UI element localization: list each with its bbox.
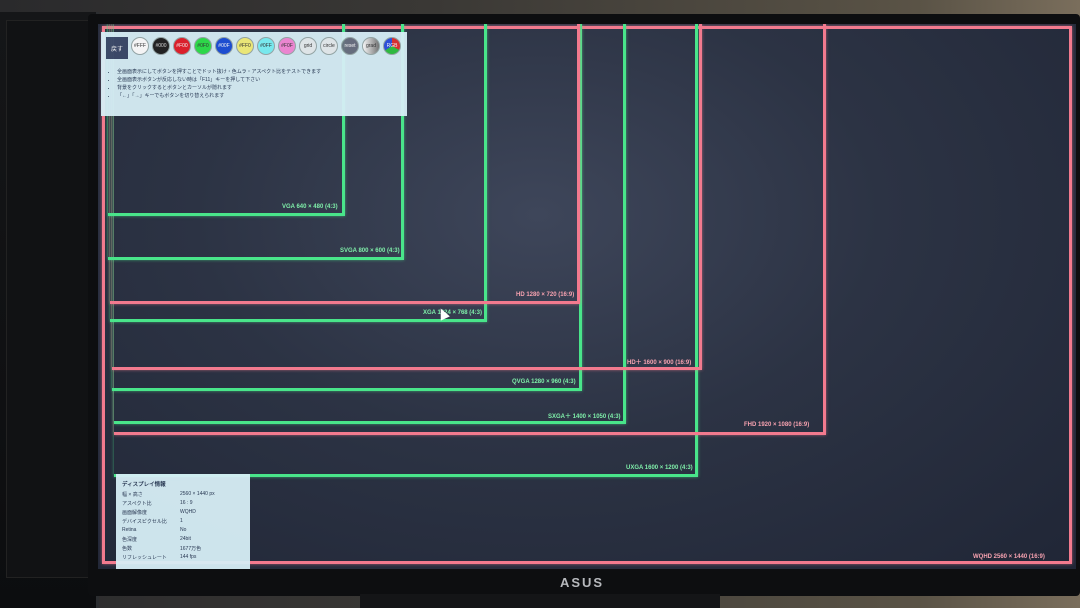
rect-uxga (114, 24, 698, 477)
reset-button[interactable]: reset (341, 37, 359, 55)
info-value: No (180, 527, 187, 533)
color-button-white[interactable]: #FFF (131, 37, 149, 55)
info-row: 色数 1677万色 (122, 545, 246, 552)
color-button-cyan[interactable]: #0FF (257, 37, 275, 55)
color-button-green[interactable]: #0F0 (194, 37, 212, 55)
instruction-item: 背景をクリックするとボタンとカーソルが隠れます (117, 84, 321, 92)
monitor-screen: WQHD 2560 × 1440 (16:9) UXGA 1600 × 1200… (98, 24, 1076, 569)
rect-wqhd (102, 26, 1072, 564)
display-info-panel: ディスプレイ情報 幅 × 高さ 2560 × 1440 px アスペクト比 16 :… (116, 474, 250, 569)
label-fhd: FHD 1920 × 1080 (16:9) (744, 422, 810, 428)
label-vga: VGA 640 × 480 (4:3) (282, 204, 338, 210)
info-key: 幅 × 高さ (122, 492, 143, 498)
label-sxga-plus: SXGA＋ 1400 × 1050 (4:3) (548, 414, 621, 420)
color-button-yellow[interactable]: #FF0 (236, 37, 254, 55)
info-row: デバイスピクセル比 1 (122, 518, 246, 525)
label-xga: XGA 1024 × 768 (4:3) (423, 310, 482, 316)
info-key: リフレッシュレート (122, 555, 167, 561)
info-row: Retina No (122, 527, 246, 533)
rect-svga (108, 24, 404, 260)
label-qvga: QVGA 1280 × 960 (4:3) (512, 379, 576, 385)
instruction-item: 「←」「→」キーでもボタンを切り替えられます (117, 92, 321, 100)
grid-button[interactable]: grid (299, 37, 317, 55)
info-key: アスペクト比 (122, 501, 152, 507)
circle-button[interactable]: circle (320, 37, 338, 55)
info-value: WQHD (180, 509, 196, 515)
rect-qvga (112, 24, 582, 391)
color-button-black[interactable]: #000 (152, 37, 170, 55)
color-button-blue[interactable]: #00F (215, 37, 233, 55)
test-control-panel: 戻す #FFF #000 #F00 #0F0 #00F #FF0 #0FF #F… (101, 32, 407, 116)
info-key: 画面解像度 (122, 510, 148, 516)
label-svga: SVGA 800 × 600 (4:3) (340, 248, 400, 254)
info-value: 144 fps (180, 554, 197, 560)
rect-xga (110, 24, 487, 322)
back-button[interactable]: 戻す (106, 37, 128, 59)
label-uxga: UXGA 1600 × 1200 (4:3) (626, 465, 693, 471)
label-hd: HD 1280 × 720 (16:9) (516, 292, 575, 298)
info-key: Retina (122, 527, 137, 533)
color-button-red[interactable]: #F00 (173, 37, 191, 55)
label-wqhd: WQHD 2560 × 1440 (16:9) (973, 554, 1045, 560)
left-monitor (0, 12, 99, 608)
rect-hd-plus (112, 24, 702, 370)
info-key: 色深度 (122, 537, 138, 543)
asus-logo: ASUS (559, 575, 605, 590)
rect-vga (108, 24, 345, 216)
info-key: 色数 (122, 546, 133, 552)
display-info-title: ディスプレイ情報 (122, 482, 166, 488)
gradient-button[interactable]: grad (362, 37, 380, 55)
instruction-list: 全画面表示にしてボタンを押すことでドット抜け・色ムラ・アスペクト比をテストできま… (109, 68, 321, 100)
label-hd-plus: HD＋ 1600 × 900 (16:9) (627, 360, 692, 366)
info-row: 幅 × 高さ 2560 × 1440 px (122, 491, 246, 498)
info-row: 画面解像度 WQHD (122, 509, 246, 516)
info-value: 1 (180, 518, 183, 524)
rgb-button[interactable]: RGB (383, 37, 401, 55)
instruction-item: 全画面表示ボタンが反応しない時は「F11」キーを押して下さい (117, 76, 321, 84)
rect-fhd (114, 24, 826, 435)
color-button-row: 戻す #FFF #000 #F00 #0F0 #00F #FF0 #0FF #F… (106, 37, 401, 59)
info-value: 16 : 9 (180, 500, 193, 506)
info-key: デバイスピクセル比 (122, 519, 167, 525)
monitor-stand (360, 594, 720, 608)
info-value: 24bit (180, 536, 191, 542)
rect-hd (110, 24, 580, 304)
info-row: アスペクト比 16 : 9 (122, 500, 246, 507)
color-button-magenta[interactable]: #F0F (278, 37, 296, 55)
info-row: リフレッシュレート 144 fps (122, 554, 246, 561)
rect-sxga-plus (114, 24, 626, 424)
left-monitor-screen (6, 20, 90, 578)
info-value: 2560 × 1440 px (180, 491, 215, 497)
info-row: 色深度 24bit (122, 536, 246, 543)
info-value: 1677万色 (180, 546, 202, 552)
instruction-item: 全画面表示にしてボタンを押すことでドット抜け・色ムラ・アスペクト比をテストできま… (117, 68, 321, 76)
